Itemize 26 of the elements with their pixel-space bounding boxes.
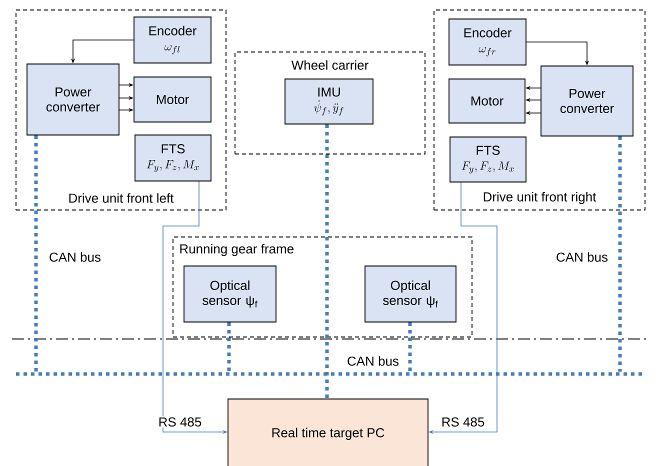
edge-label: RS 485 [440, 416, 486, 428]
component-box: FTS $F_y, F_z, M_x$ [450, 136, 526, 182]
frame-title: Running gear frame [180, 244, 294, 256]
frame-title: Wheel carrier [291, 60, 368, 70]
connector-line [227, 322, 231, 372]
component-box: Motor [134, 76, 212, 122]
bus-label: CAN bus [48, 251, 102, 263]
frame-title: Drive unit front right [484, 192, 596, 204]
bus-label: CAN bus [346, 355, 400, 367]
connector-line [618, 136, 622, 372]
connector-line [34, 135, 38, 372]
computer-box: Real time target PC [228, 398, 428, 466]
connector-line [325, 124, 329, 399]
component-box: Optical sensor ψ$_{f}$ [364, 266, 456, 322]
component-box: Encoder $\omega_{fr}$ [448, 18, 526, 66]
component-box: IMU $\dot{\psi}_f, \ddot{y}_f$ [284, 78, 374, 124]
component-box: Power converter [540, 66, 634, 136]
component-box: Encoder $\omega_{fl}$ [134, 16, 212, 64]
frame-title: Drive unit front left [69, 193, 174, 203]
bus-label: CAN bus [555, 251, 610, 263]
edge-label: RS 485 [157, 416, 203, 428]
connector-line [408, 322, 412, 372]
component-box: FTS $F_y, F_z, M_x$ [134, 134, 212, 182]
component-box: Optical sensor ψ$_{f}$ [184, 266, 276, 322]
component-box: Motor [448, 78, 526, 124]
component-box: Power converter [26, 64, 120, 136]
